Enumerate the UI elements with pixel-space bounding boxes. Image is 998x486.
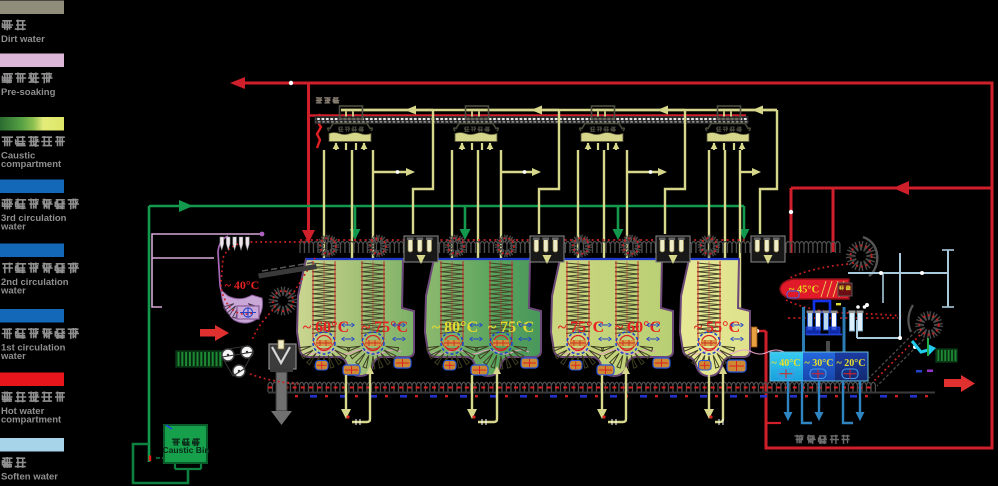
svg-text:~ 30°C: ~ 30°C (805, 358, 834, 369)
svg-text:Hot water: Hot water (1, 406, 45, 417)
svg-text:~ 75°C: ~ 75°C (362, 319, 408, 336)
svg-text:3rd circulation: 3rd circulation (1, 213, 67, 224)
svg-text:compartment: compartment (1, 159, 62, 170)
svg-text:~ 20°C: ~ 20°C (837, 358, 866, 369)
svg-text:compartment: compartment (1, 415, 62, 426)
svg-text:Caustic: Caustic (1, 151, 35, 162)
svg-text:1st circulation: 1st circulation (1, 343, 66, 354)
svg-text:2nd circulation: 2nd circulation (1, 277, 69, 288)
svg-text:Pre-soaking: Pre-soaking (1, 87, 56, 98)
svg-text:~ 40°C: ~ 40°C (772, 358, 801, 369)
svg-text:Caustic Bin: Caustic Bin (162, 445, 209, 455)
svg-text:water: water (0, 286, 26, 297)
svg-text:~ 60°C: ~ 60°C (303, 319, 349, 336)
svg-text:Soften water: Soften water (1, 472, 58, 483)
svg-text:water: water (0, 222, 26, 233)
svg-text:~ 55°C: ~ 55°C (694, 319, 740, 336)
svg-text:Dirt water: Dirt water (1, 34, 45, 45)
svg-text:~ 60°C: ~ 60°C (615, 319, 661, 336)
svg-text:water: water (0, 351, 26, 362)
svg-text:~ 45°C: ~ 45°C (789, 285, 819, 296)
svg-text:~ 40°C: ~ 40°C (225, 278, 260, 292)
svg-text:~ 75°C: ~ 75°C (488, 319, 534, 336)
svg-text:~ 80°C: ~ 80°C (432, 319, 478, 336)
svg-text:~ 75°C: ~ 75°C (558, 319, 604, 336)
